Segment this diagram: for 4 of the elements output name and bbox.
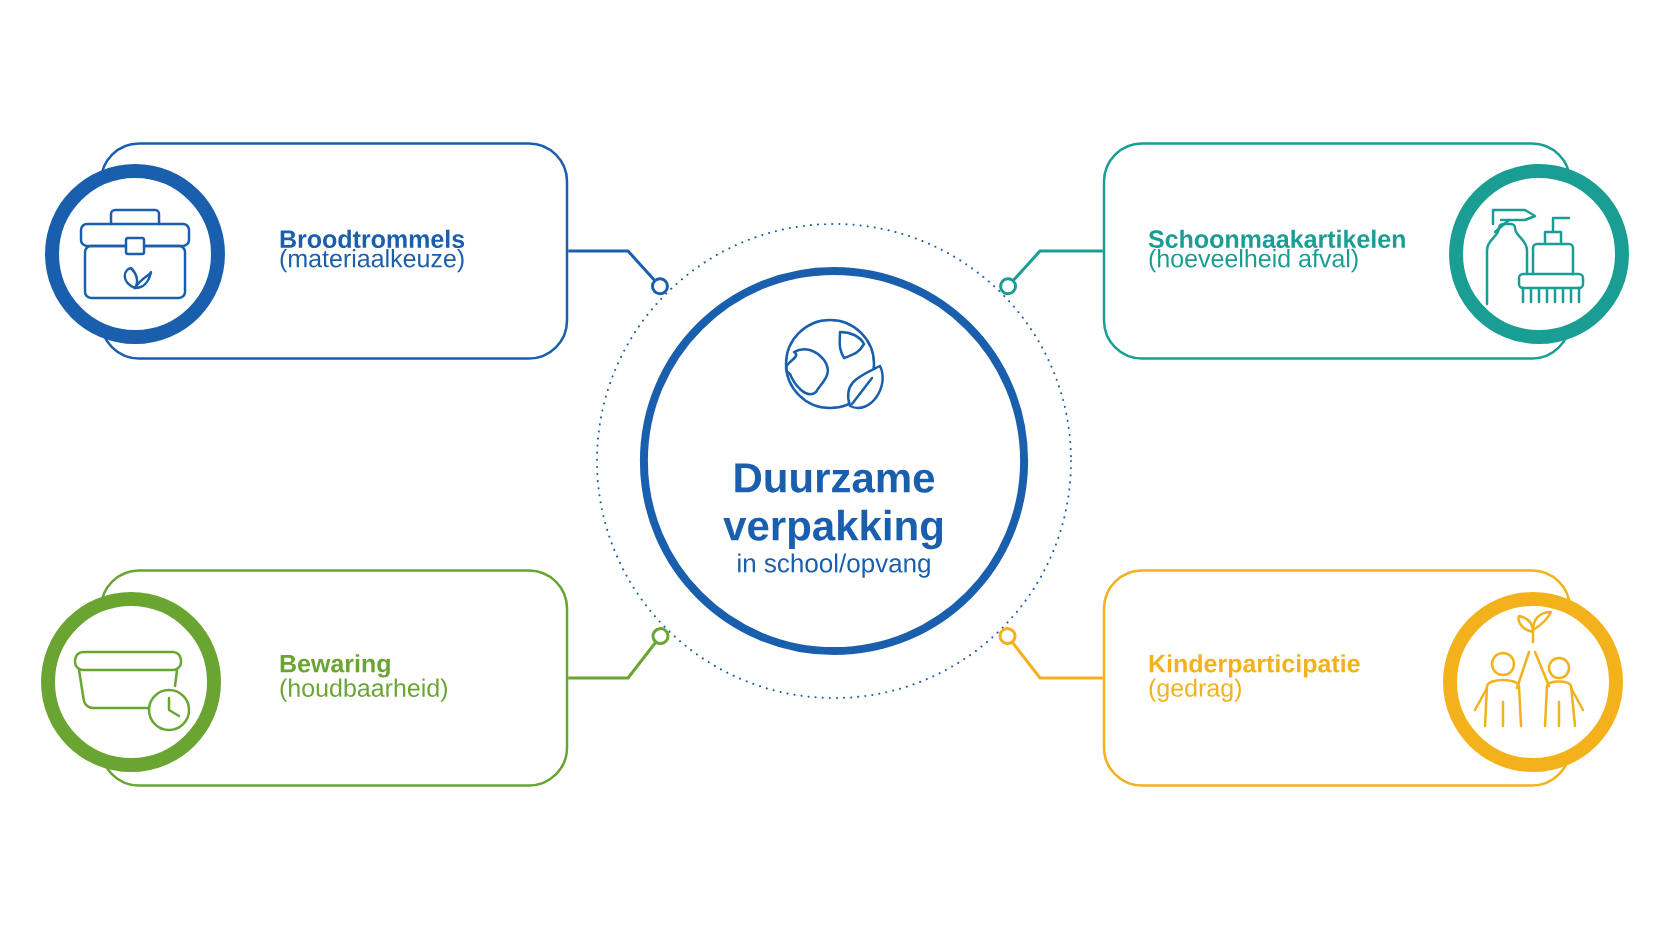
connector	[998, 627, 1103, 680]
connector	[568, 249, 669, 296]
connector	[568, 627, 670, 680]
connector	[999, 249, 1103, 296]
